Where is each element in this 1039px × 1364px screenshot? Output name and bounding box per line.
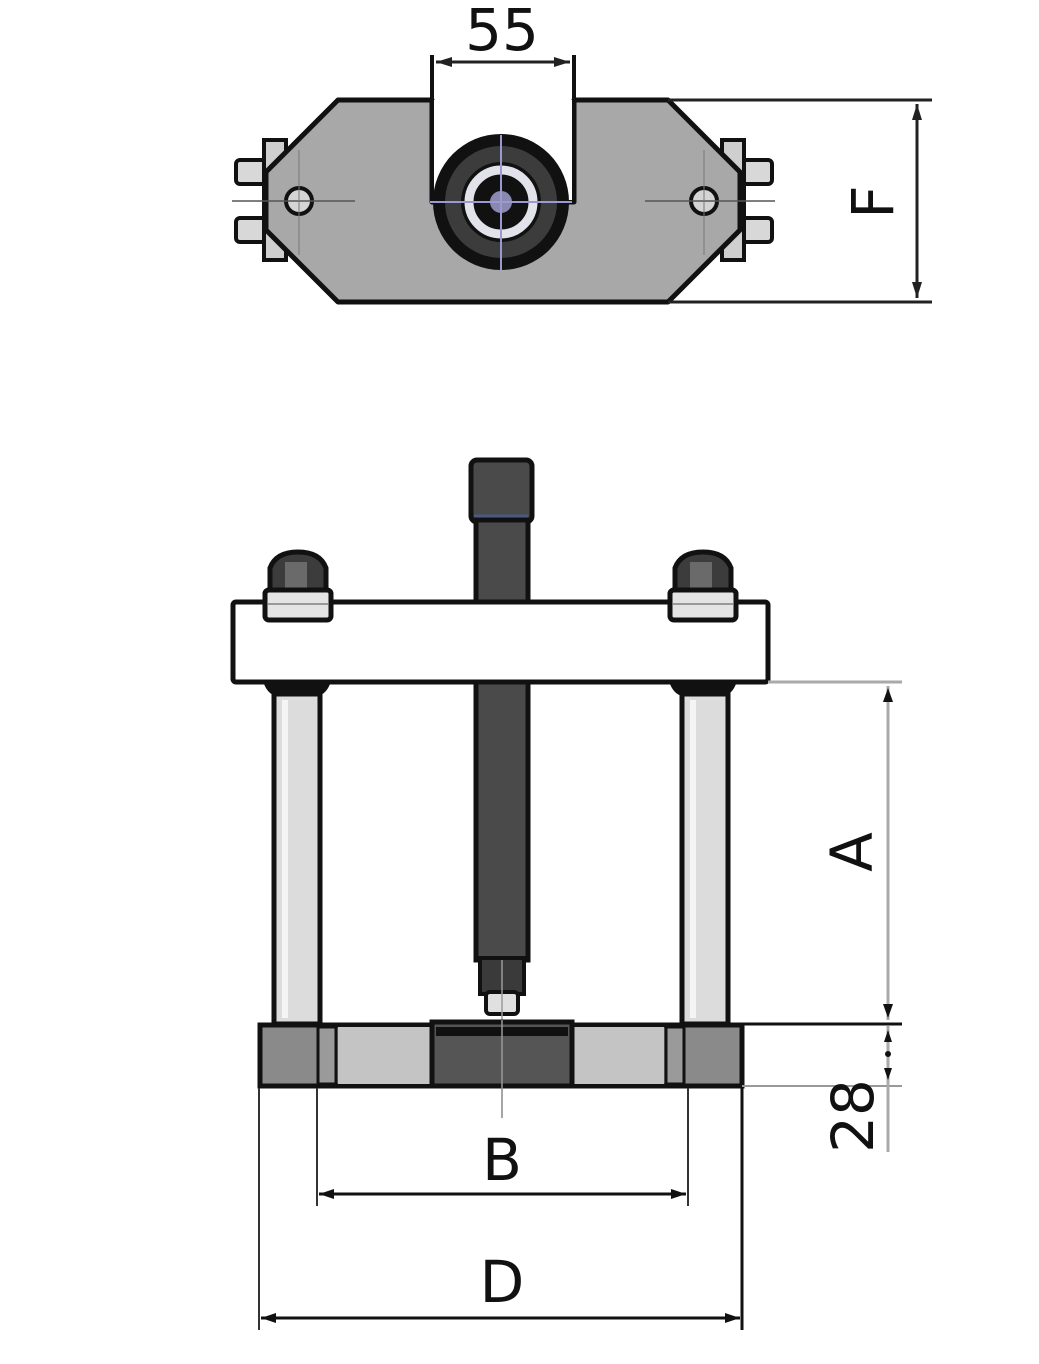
dimension-B: B bbox=[316, 1088, 689, 1206]
dimension-28: 28 bbox=[742, 1026, 902, 1153]
spindle-hub bbox=[430, 134, 572, 270]
right-tie-rod bbox=[670, 684, 736, 1027]
dimension-label-B: B bbox=[482, 1126, 522, 1194]
dimension-A: A bbox=[740, 680, 902, 1026]
left-hole bbox=[232, 150, 355, 255]
base-plate bbox=[257, 1019, 745, 1118]
right-hole bbox=[645, 150, 775, 255]
dimension-label-D: D bbox=[480, 1248, 525, 1316]
dimension-label-A: A bbox=[818, 832, 886, 872]
dimension-label-28: 28 bbox=[819, 1079, 887, 1153]
dimension-label-55: 55 bbox=[465, 0, 539, 64]
dimension-D: D bbox=[258, 1088, 744, 1330]
spindle bbox=[468, 457, 535, 1118]
top-view: 55 F bbox=[232, 0, 932, 305]
dimension-55: 55 bbox=[436, 0, 570, 67]
crossbar bbox=[230, 599, 771, 685]
dimension-label-F: F bbox=[839, 185, 907, 218]
front-view: A 28 B D bbox=[230, 457, 902, 1330]
dimension-F: F bbox=[668, 98, 932, 304]
left-tie-rod bbox=[264, 684, 330, 1027]
